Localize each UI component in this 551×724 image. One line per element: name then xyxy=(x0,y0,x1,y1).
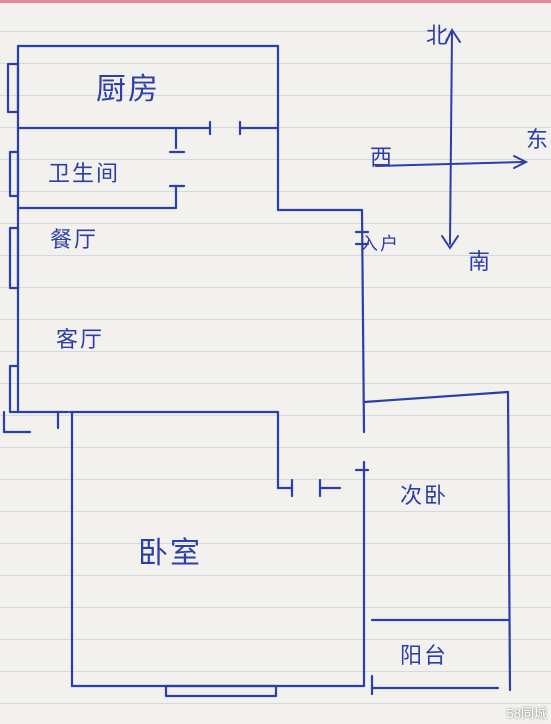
wall-second-top xyxy=(362,390,510,404)
label-dining: 餐厅 xyxy=(50,228,99,253)
paper-top-margin xyxy=(0,0,551,3)
window-bedroom xyxy=(164,684,278,698)
compass-east-label: 东 xyxy=(526,128,551,153)
window-dining xyxy=(8,226,20,290)
compass-east-arrow xyxy=(513,155,529,169)
label-balcony: 阳台 xyxy=(400,644,449,669)
compass-west-label: 西 xyxy=(370,146,395,171)
compass-south-arrow xyxy=(441,235,459,250)
label-bathroom: 卫生间 xyxy=(48,162,121,187)
window-kitchen xyxy=(6,62,20,114)
label-entrance: 入户 xyxy=(360,234,400,255)
watermark: 58同城 xyxy=(506,706,547,721)
wall-east-living xyxy=(360,208,366,434)
compass-south-label: 南 xyxy=(468,250,493,275)
window-living xyxy=(8,364,20,414)
compass-ns-axis xyxy=(449,31,453,245)
compass-ew-axis xyxy=(375,161,525,167)
label-living: 客厅 xyxy=(56,328,105,353)
compass-north-label: 北 xyxy=(426,24,451,49)
label-second-bedroom: 次卧 xyxy=(400,484,449,509)
label-bedroom: 卧室 xyxy=(138,536,202,571)
compass-north-arrow xyxy=(445,28,461,43)
wall-second-east xyxy=(506,390,512,692)
label-kitchen: 厨房 xyxy=(96,72,160,107)
compass xyxy=(375,28,529,250)
window-bath xyxy=(8,150,20,198)
